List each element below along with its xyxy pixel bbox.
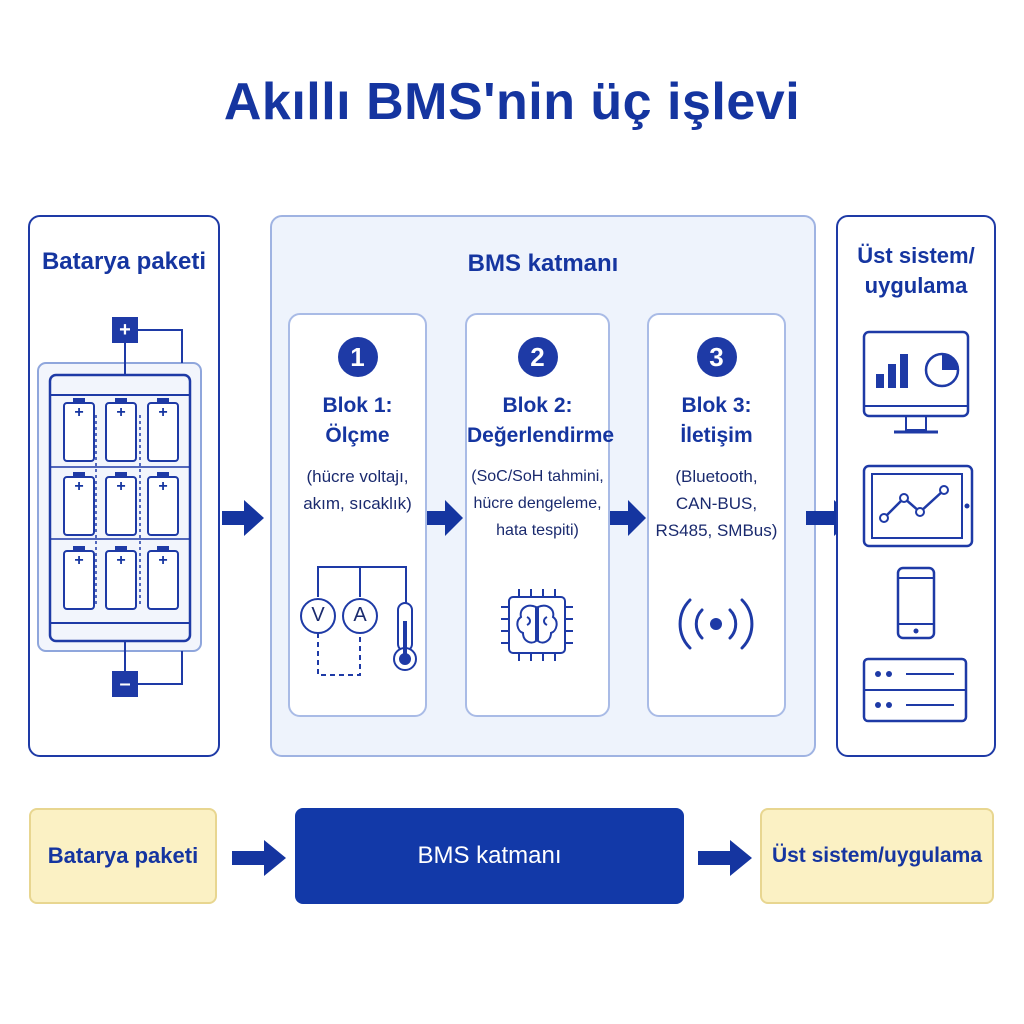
cell-plus-marker: + <box>158 478 168 495</box>
page-title: Akıllı BMS'nin üç işlevi <box>223 73 801 131</box>
tablet-line-chart-icon <box>862 464 974 548</box>
cell-plus-marker: + <box>116 404 126 421</box>
cell-plus-marker: + <box>116 478 126 495</box>
block-desc-line: CAN-BUS, <box>675 494 758 513</box>
block-title: Blok 1: <box>322 394 393 417</box>
block-number-badge: 2 <box>517 337 558 377</box>
block-measurement: 1 Blok 1: Ölçme (hücre voltajı, akım, sı… <box>288 313 427 717</box>
cell-plus-marker: + <box>74 404 84 421</box>
block-desc-line: hata tespiti) <box>496 522 579 539</box>
battery-minus-terminal: – <box>119 673 131 695</box>
arrow-right-icon <box>222 500 264 536</box>
ammeter-label: A <box>353 604 367 626</box>
battery-plus-terminal: + <box>119 319 131 341</box>
cell-plus-marker: + <box>158 404 168 421</box>
block-desc-line: akım, sıcaklık) <box>303 494 412 513</box>
battery-panel-title: Batarya paketi <box>41 248 207 275</box>
cell-plus-marker: + <box>116 552 126 569</box>
arrow-right-icon <box>427 500 463 536</box>
upper-panel-title: Üst sistem/ <box>857 243 975 268</box>
arrow-right-icon <box>698 840 752 876</box>
bottom-battery-box: Batarya paketi <box>29 808 217 904</box>
wireless-signal-icon <box>678 598 754 650</box>
bottom-bms-box: BMS katmanı <box>295 808 684 904</box>
battery-pack-icon <box>37 317 202 697</box>
upper-panel-subtitle: uygulama <box>864 273 968 298</box>
block-desc-line: (hücre voltajı, <box>306 467 409 486</box>
voltmeter-ammeter-thermometer-icon <box>300 566 417 676</box>
block-subtitle: Ölçme <box>325 424 390 447</box>
smartphone-icon <box>896 566 936 640</box>
block-desc-line: RS485, SMBus) <box>655 521 778 540</box>
block-desc-line: hücre dengeleme, <box>473 495 602 512</box>
cell-plus-marker: + <box>158 552 168 569</box>
block-number-badge: 3 <box>696 337 737 377</box>
server-rack-icon <box>862 657 968 723</box>
arrow-right-icon <box>232 840 286 876</box>
block-subtitle: Değerlendirme <box>467 424 615 447</box>
voltmeter-label: V <box>311 604 325 626</box>
arrow-right-icon <box>610 500 646 536</box>
brain-chip-icon <box>501 589 573 661</box>
monitor-chart-icon <box>862 330 970 434</box>
block-number-badge: 1 <box>337 337 378 377</box>
block-title: Blok 3: <box>681 394 752 417</box>
block-desc-line: (Bluetooth, <box>675 467 758 486</box>
cell-plus-marker: + <box>74 478 84 495</box>
block-subtitle: İletişim <box>680 424 753 447</box>
bms-panel-title: BMS katmanı <box>467 250 619 277</box>
block-communication: 3 Blok 3: İletişim (Bluetooth, CAN-BUS, … <box>647 313 786 717</box>
block-desc-line: (SoC/SoH tahmini, <box>471 468 604 485</box>
bottom-upper-system-box: Üst sistem/uygulama <box>760 808 994 904</box>
cell-plus-marker: + <box>74 552 84 569</box>
block-title: Blok 2: <box>502 394 573 417</box>
